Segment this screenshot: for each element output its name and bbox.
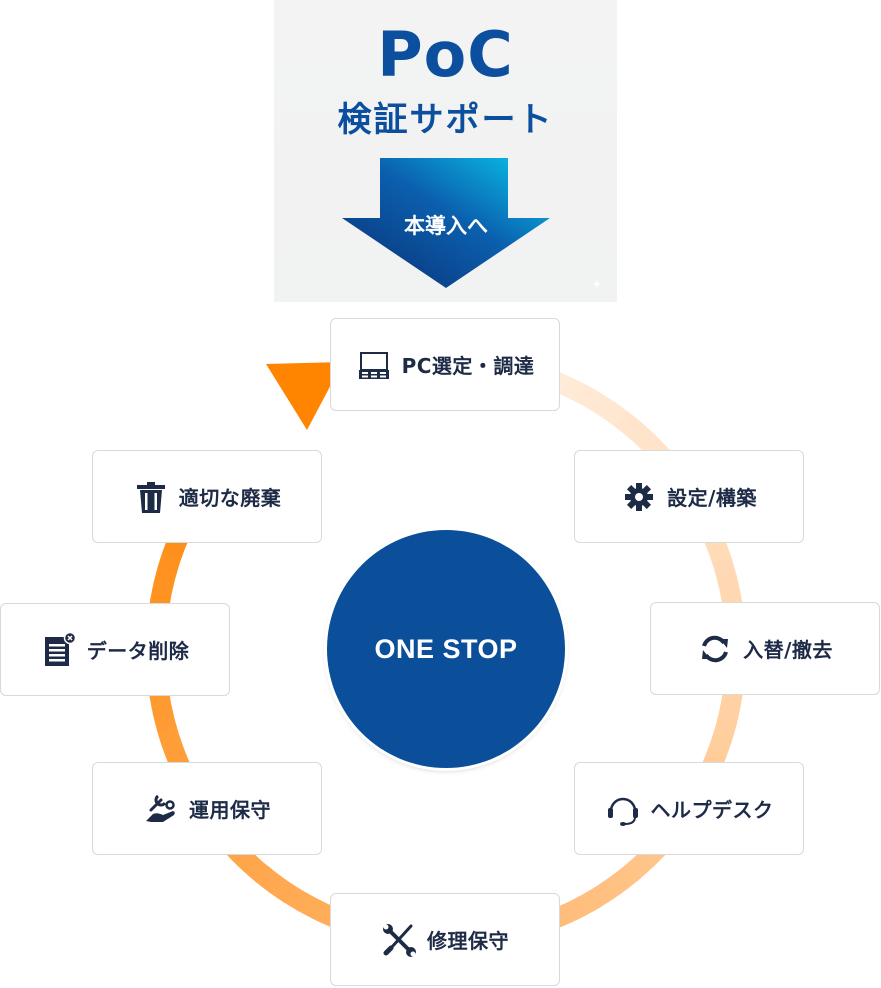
step-label: 設定/構築 <box>667 486 757 510</box>
step-pc-selection[interactable]: PC選定・調達 <box>330 318 560 411</box>
step-label: 適切な廃棄 <box>178 486 282 510</box>
poc-arrow-label: 本導入へ <box>404 214 488 238</box>
step-label: ヘルプデスク <box>650 798 774 822</box>
sparkle-icon: ✦ <box>591 277 603 293</box>
document-delete-icon <box>41 631 77 668</box>
step-label: 運用保守 <box>189 798 271 822</box>
down-arrow-icon <box>342 158 550 288</box>
center-label: ONE STOP <box>374 633 518 664</box>
cycle-arrowhead-icon <box>266 362 343 430</box>
step-repair[interactable]: 修理保守 <box>330 893 560 986</box>
step-label: データ削除 <box>86 639 190 663</box>
step-label: 入替/撤去 <box>743 638 833 662</box>
step-replace[interactable]: 入替/撤去 <box>650 602 880 695</box>
one-stop-circle: ONE STOP <box>327 530 565 768</box>
poc-panel: PoC 検証サポート 本導入へ ✦ <box>274 0 617 302</box>
step-disposal[interactable]: 適切な廃棄 <box>92 450 322 543</box>
gear-icon <box>621 479 657 515</box>
poc-title: PoC <box>377 18 514 91</box>
refresh-icon <box>697 631 733 667</box>
step-operation[interactable]: 運用保守 <box>92 762 322 855</box>
hand-wrench-icon <box>143 791 179 827</box>
headset-icon <box>605 791 641 827</box>
laptop-icon <box>356 347 392 383</box>
poc-subtitle: 検証サポート <box>337 100 554 140</box>
step-label: 修理保守 <box>427 929 509 953</box>
tools-icon <box>381 922 417 958</box>
step-setup[interactable]: 設定/構築 <box>574 450 804 543</box>
step-label: PC選定・調達 <box>401 354 535 378</box>
step-data-deletion[interactable]: データ削除 <box>0 603 230 696</box>
trash-icon <box>133 479 169 515</box>
step-helpdesk[interactable]: ヘルプデスク <box>574 762 804 855</box>
